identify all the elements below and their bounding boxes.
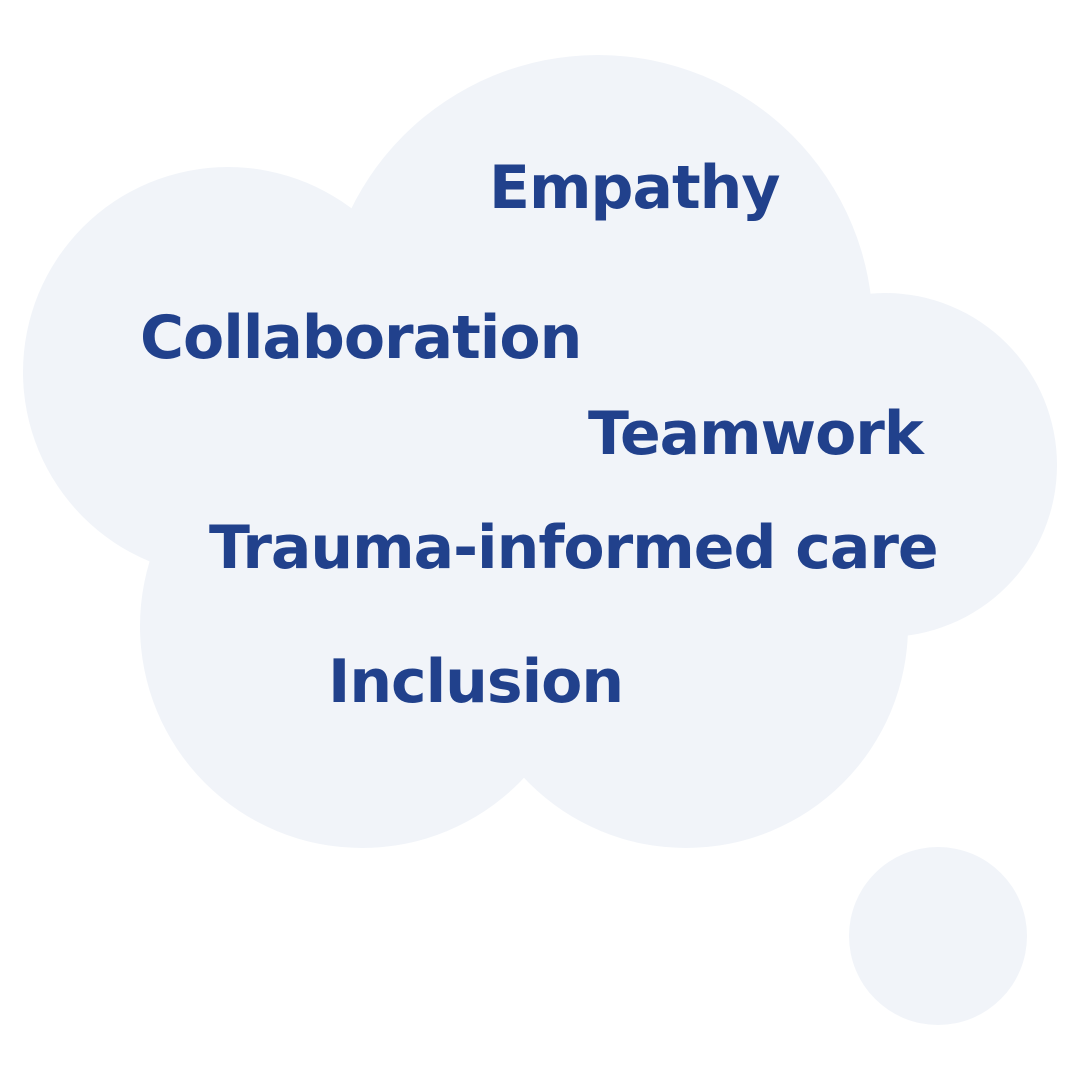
- cloud-core: [230, 320, 880, 720]
- word-inclusion: Inclusion: [328, 647, 624, 717]
- word-empathy: Empathy: [489, 153, 780, 223]
- thought-bubble-tail-circle: [849, 847, 1027, 1025]
- word-collaboration: Collaboration: [140, 303, 582, 373]
- thought-cloud: [23, 55, 1057, 848]
- word-trauma-informed-care: Trauma-informed care: [209, 513, 939, 583]
- word-teamwork: Teamwork: [588, 399, 924, 469]
